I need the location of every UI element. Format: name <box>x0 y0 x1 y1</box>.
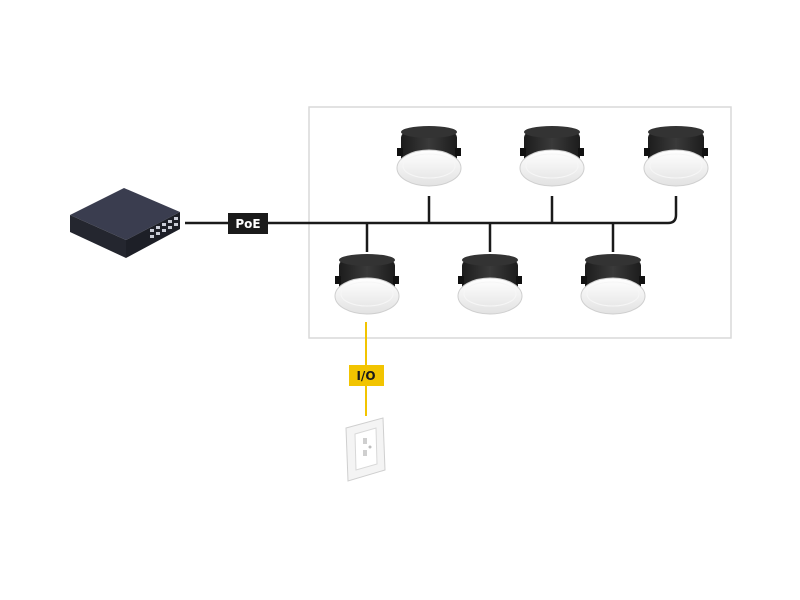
poe-label: PoE <box>235 217 260 231</box>
ceiling-speaker-icon <box>643 125 709 187</box>
ceiling-speaker-icon <box>396 125 462 187</box>
ceiling-speaker-icon <box>334 253 400 315</box>
ceiling-speaker-icon <box>580 253 646 315</box>
poe-network-switch-icon <box>70 188 180 258</box>
ceiling-speaker-icon <box>519 125 585 187</box>
poe-tag: PoE <box>228 213 268 234</box>
io-label: I/O <box>356 369 375 383</box>
wall-io-panel-icon <box>345 417 386 482</box>
poe-bus-cable <box>185 196 678 225</box>
ceiling-speaker-icon <box>457 253 523 315</box>
io-tag: I/O <box>349 365 384 386</box>
